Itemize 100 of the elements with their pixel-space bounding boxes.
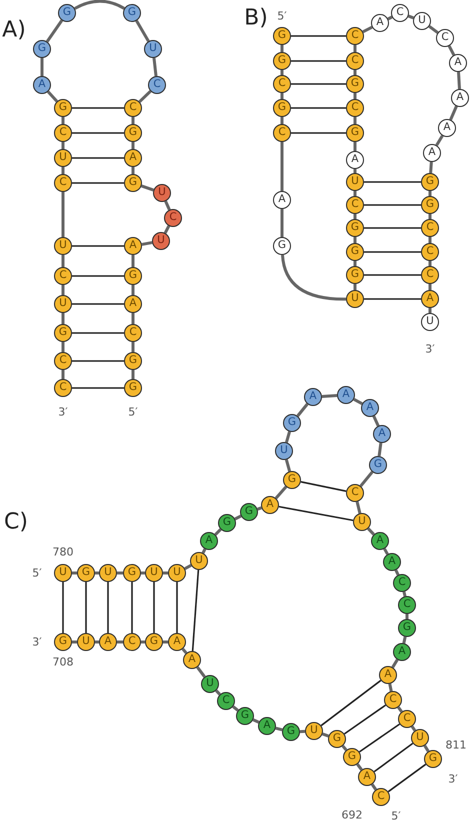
nucleotide-circle: G [124,379,142,397]
backbone-line [354,70,356,75]
backbone-line [280,209,284,237]
backbone-line [394,569,400,576]
backbone-line [141,572,145,574]
nucleotide-circle: G [240,503,258,521]
backbone-line [62,142,64,149]
base-pair-line [291,83,346,85]
backbone-line [132,255,134,267]
backbone-line [397,706,403,713]
backbone-line [215,690,221,696]
backbone-line [132,342,134,352]
backbone-line [322,394,338,398]
nucleotide-circle: G [273,27,291,45]
backbone-line [367,528,375,536]
backbone-line [232,705,239,712]
backbone-line [280,117,284,124]
backbone-line [428,214,432,219]
nucleotide-circle: U [346,173,364,191]
nucleotide-circle: G [282,723,300,741]
nucleotide-circle: A [358,768,376,786]
backbone-line [354,142,356,151]
nucleotide-circle: C [54,379,72,397]
base-pair-line [72,132,124,134]
backbone-line [356,763,363,771]
nucleotide-circle: A [261,496,279,514]
backbone-line [280,70,284,75]
nucleotide-circle: C [273,75,291,93]
backbone-line [40,58,44,76]
nucleotide-circle: A [124,237,142,255]
backbone-line [402,636,407,644]
nucleotide-circle: C [164,209,182,227]
base-pair-line [72,387,124,389]
backbone-line [138,90,152,103]
panel-label: 3′ [425,342,435,356]
backbone-line [62,192,64,237]
backbone-line [402,591,406,597]
base-pair-line [72,107,124,109]
nucleotide-circle: G [33,40,51,58]
nucleotide-circle: C [372,788,390,806]
base-pair-line [344,704,386,735]
backbone-line [435,134,444,146]
strand-end-label: B) [244,6,268,30]
nucleotide-circle: C [148,76,166,94]
nucleotide-circle: A [183,651,201,669]
nucleotide-circle: U [145,564,163,582]
base-pair-line [364,274,421,276]
nucleotide-circle: C [346,484,364,502]
base-pair-line [72,360,124,362]
base-pair-line [291,132,346,134]
backbone-line [142,241,152,246]
backbone-line [163,572,168,574]
backbone-line [388,684,393,692]
backbone-line [62,342,64,352]
nucleotide-circle: U [144,40,162,58]
backbone-line [234,514,242,520]
nucleotide-circle: U [421,313,439,331]
backbone-line [274,486,288,500]
nucleotide-circle: C [346,196,364,214]
backbone-line [354,169,356,173]
nucleotide-circle: C [54,267,72,285]
nucleotide-circle: A [423,144,441,162]
nucleotide-circle: G [218,514,236,532]
nucleotide-circle: U [54,149,72,167]
panel-label: 3′ [58,406,68,418]
backbone-line [342,744,348,752]
backbone-line [296,403,309,417]
nucleotide-circle: A [337,386,355,404]
nucleotide-circle: U [411,729,429,747]
nucleotide-circle: A [371,14,389,32]
nucleotide-circle: C [123,633,141,651]
backbone-line [46,20,64,42]
nucleotide-circle: A [124,295,142,313]
nucleotide-circle: C [398,710,416,728]
backbone-line [354,191,356,196]
backbone-line [214,528,222,536]
backbone-line [370,784,378,790]
backbone-line [356,501,362,514]
backbone-line [132,313,134,324]
backbone-line [280,93,284,99]
panel-label: 811 [446,738,466,752]
backbone-line [354,284,356,290]
nucleotide-circle: U [153,184,171,202]
backbone-line [285,431,291,443]
backbone-line [62,255,64,267]
backbone-line [428,284,432,290]
backbone-line [135,20,150,42]
base-pair-line [374,742,414,772]
nucleotide-circle: C [54,352,72,370]
backbone-line [141,184,154,192]
backbone-line [275,726,283,732]
nucleotide-circle: A [438,119,456,137]
nucleotide-circle: C [346,27,364,45]
backbone-line [322,732,329,738]
base-pair-line [300,481,346,492]
backbone-line [406,614,408,619]
nucleotide-circle: A [273,191,291,209]
nucleotide-circle: C [346,99,364,117]
nucleotide-circle: C [124,324,142,342]
nucleotide-circle: U [152,232,170,250]
